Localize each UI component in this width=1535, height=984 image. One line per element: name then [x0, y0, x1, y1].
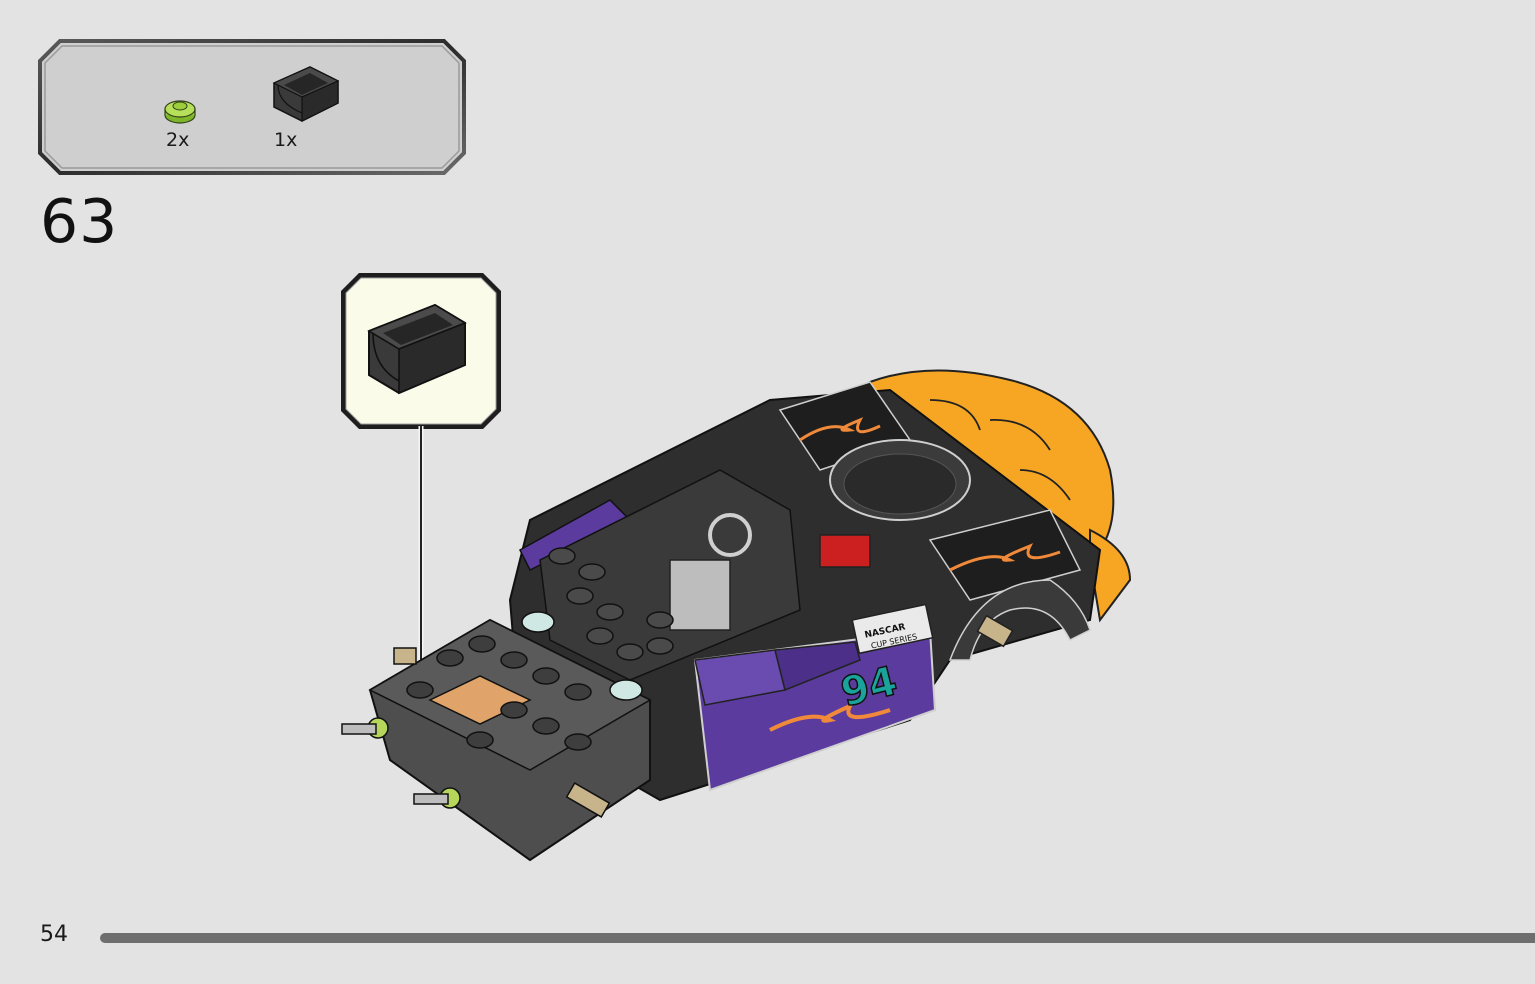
part-quantity: 1x [274, 129, 298, 151]
round-plate-lime-icon [164, 100, 196, 124]
curved-slope-brick-black-icon [272, 66, 340, 122]
step-number: 63 [40, 187, 119, 257]
nascar-decal [851, 603, 934, 655]
car-model-illustration: 94 NASCAR CUP SERIES [341, 369, 1132, 862]
page-number: 54 [40, 922, 68, 947]
parts-panel-frame [38, 39, 466, 175]
parts-list-panel: 2x 1x [38, 39, 466, 175]
curved-slope-brick-black-icon [367, 303, 467, 395]
front-chassis [341, 611, 652, 862]
car-body [508, 381, 1102, 802]
progress-bar [100, 933, 1535, 943]
part-callout [341, 273, 501, 429]
part-quantity: 2x [166, 129, 190, 151]
